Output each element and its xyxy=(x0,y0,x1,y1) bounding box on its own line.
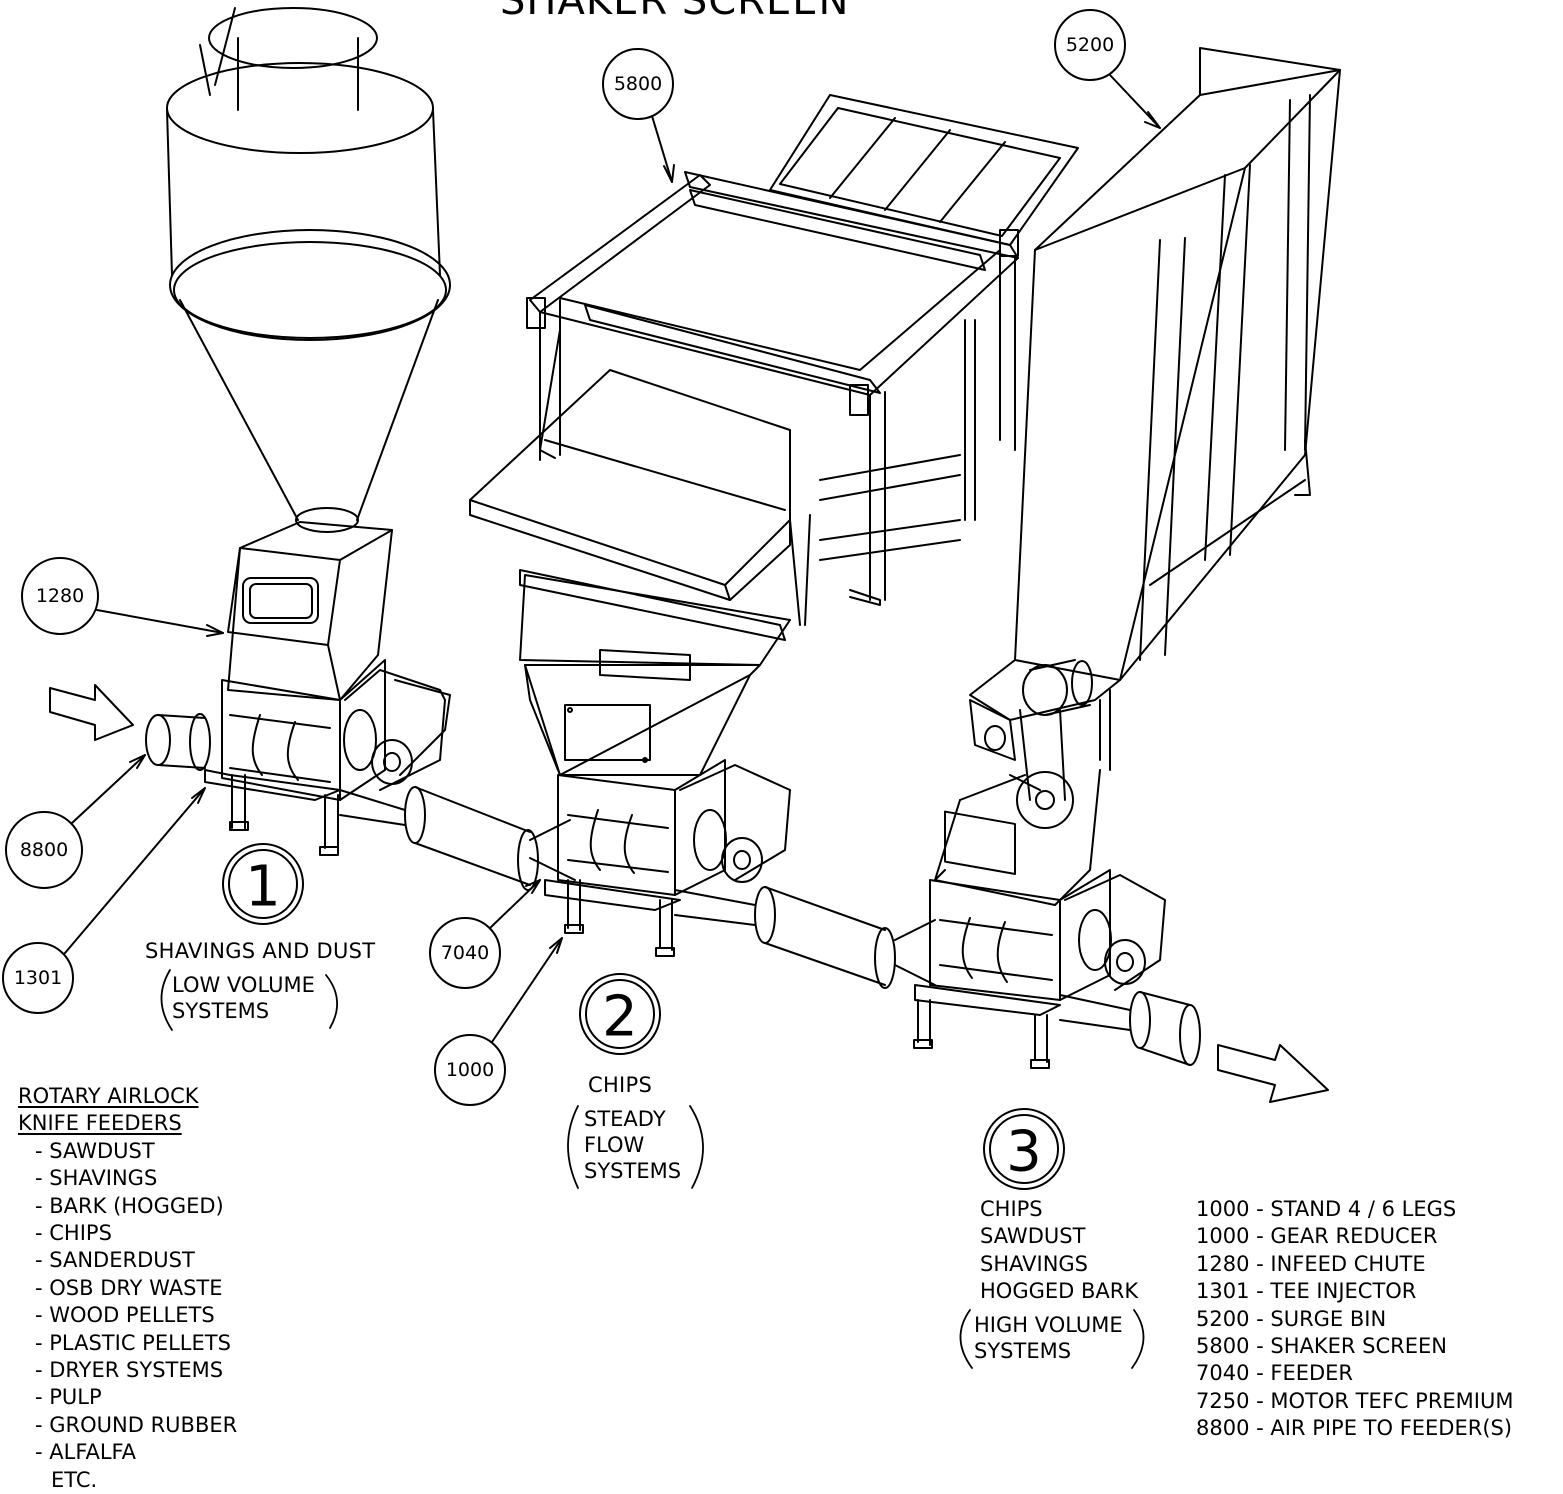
legend-item: 5200 - SURGE BIN xyxy=(1196,1306,1387,1331)
pipe-1-2 xyxy=(339,786,539,891)
legend-item: 5800 - SHAKER SCREEN xyxy=(1196,1334,1447,1359)
legend-item: 1280 - INFEED CHUTE xyxy=(1196,1251,1426,1276)
legend-item: 1000 - STAND 4 / 6 LEGS xyxy=(1196,1197,1457,1221)
callout-8800 xyxy=(5,754,146,889)
parts-legend: 1000 - STAND 4 / 6 LEGS 1000 - GEAR REDU… xyxy=(1196,1196,1513,1443)
callout-1301-label: 1301 xyxy=(14,967,62,989)
callout-1000-label: 1000 xyxy=(446,1059,494,1081)
station-3-paren: HIGH VOLUME SYSTEMS xyxy=(974,1313,1123,1363)
callout-1301 xyxy=(2,787,206,1014)
callout-5200 xyxy=(1054,9,1161,129)
applications-heading-1: ROTARY AIRLOCK xyxy=(18,1084,199,1108)
applications-list: ROTARY AIRLOCK KNIFE FEEDERS - SAWDUST -… xyxy=(18,1084,238,1492)
feeder-2 xyxy=(529,759,791,957)
applications-heading-2: KNIFE FEEDERS xyxy=(18,1111,182,1136)
station-1-label: SHAVINGS AND DUST xyxy=(145,939,376,963)
station-number-1: 1 xyxy=(245,855,281,920)
outlet-pipe xyxy=(1059,991,1329,1103)
callout-7040-label: 7040 xyxy=(441,942,489,964)
callout-8800-label: 8800 xyxy=(20,839,68,861)
shaker-screen xyxy=(469,94,1079,641)
station-number-1-circle xyxy=(222,843,304,925)
station-2-paren: STEADY FLOW SYSTEMS xyxy=(584,1107,682,1183)
legend-item: 1000 - GEAR REDUCER xyxy=(1196,1224,1438,1249)
infeed-chute-1 xyxy=(227,521,393,701)
callout-7040 xyxy=(429,879,541,989)
legend-item: 7040 - FEEDER xyxy=(1196,1361,1354,1386)
station-1-paren: LOW VOLUME SYSTEMS xyxy=(172,973,315,1023)
callout-1000 xyxy=(434,937,563,1106)
station-number-3-circle xyxy=(983,1108,1065,1190)
station-number-2: 2 xyxy=(602,985,638,1050)
legend-item: 7250 - MOTOR TEFC PREMIUM xyxy=(1196,1388,1514,1413)
inlet-pipe xyxy=(49,684,211,771)
surge-bin xyxy=(969,47,1341,771)
drawing-title: SHAKER SCREEN xyxy=(500,0,850,24)
feeder-3 xyxy=(894,659,1166,1069)
station-3-labels: CHIPS SAWDUST SHAVINGS HOGGED BARK xyxy=(980,1197,1139,1304)
station-2-label: CHIPS xyxy=(588,1073,653,1097)
station-number-2-circle xyxy=(579,973,661,1055)
cyclone xyxy=(166,7,451,533)
callout-1280 xyxy=(21,557,224,637)
feeder-1 xyxy=(204,659,451,856)
legend-item: 1301 - TEE INJECTOR xyxy=(1196,1279,1417,1304)
legend-item: 8800 - AIR PIPE TO FEEDER(S) xyxy=(1196,1416,1513,1441)
callout-5800 xyxy=(602,48,675,183)
callout-1280-label: 1280 xyxy=(36,585,84,607)
hopper-2 xyxy=(519,574,791,776)
callout-5200-label: 5200 xyxy=(1066,34,1114,56)
station-number-3: 3 xyxy=(1006,1120,1042,1185)
callout-5800-label: 5800 xyxy=(614,73,662,95)
pipe-2-3 xyxy=(674,886,896,989)
paren-brackets xyxy=(160,969,1145,1369)
